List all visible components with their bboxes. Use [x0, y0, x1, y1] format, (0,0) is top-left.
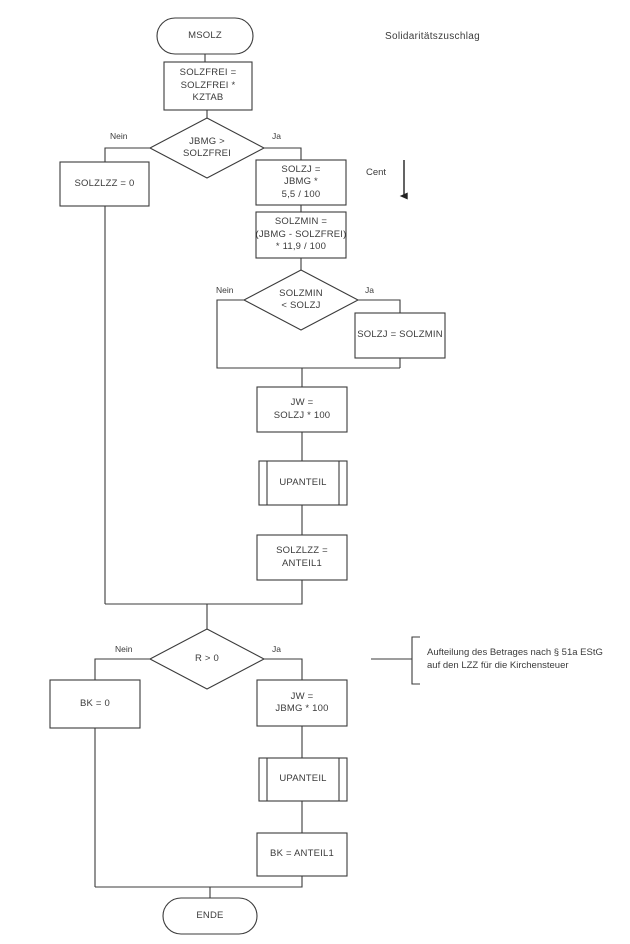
cent-label: Cent [366, 167, 387, 178]
node-shape-start [156, 17, 254, 55]
node-shape-solzj [255, 159, 347, 206]
node-shape-solzfrei [163, 61, 253, 111]
side-note-text: Aufteilung des Betrages nach § 51a EStG … [427, 647, 603, 671]
edge-label-nein-3: Nein [114, 644, 134, 654]
node-shape-bk-0 [49, 679, 141, 729]
edge-label-ja-3: Ja [271, 644, 282, 654]
edge-decr-bk0 [94, 658, 150, 680]
edge-decsolzmin-merge [216, 299, 400, 369]
edge-bkanteil1-merge [95, 876, 303, 888]
node-shape-upanteil-2 [258, 757, 348, 802]
side-note-bracket [411, 636, 420, 685]
node-shape-solzlzz-a1 [256, 534, 348, 581]
node-shape-dec-solzmin [242, 269, 360, 331]
flowchart-connectors: solzlzz-0 --> solzj --> solzj-assign -->… [94, 54, 420, 898]
edge-decr-jw2 [264, 658, 303, 680]
node-shape-end [162, 897, 258, 935]
edge-label-ja-1: Ja [271, 131, 282, 141]
node-shape-upanteil-1 [258, 460, 348, 506]
node-shape-solzj-assign [354, 312, 446, 359]
node-shape-jw-1 [256, 386, 348, 433]
edge-decjbmg-solzj [264, 147, 302, 160]
edge-label-nein-1: Nein [109, 131, 129, 141]
node-shape-dec-jbmg [148, 117, 266, 179]
node-shape-jw-2 [256, 679, 348, 727]
page-title: Solidaritätszuschlag [385, 31, 480, 42]
node-shape-dec-r [148, 628, 266, 690]
edge-solzlzza1-merge [105, 580, 303, 605]
node-shape-solzmin [255, 211, 347, 259]
edge-label-nein-2: Nein [215, 285, 235, 295]
edge-decjbmg-solzlzz0 [104, 147, 150, 162]
node-shape-bk-anteil1 [256, 832, 348, 877]
node-shape-solzlzz-0 [59, 161, 150, 207]
edge-decsolzmin-solzjassign [358, 299, 401, 313]
edge-label-ja-2: Ja [364, 285, 375, 295]
